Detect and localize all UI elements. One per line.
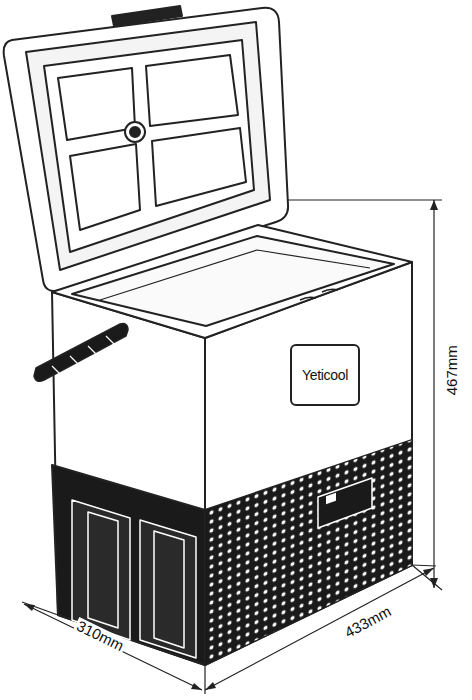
dimension-lines [22, 200, 442, 694]
dimension-label: 433mm [340, 602, 395, 642]
cooler-body [52, 225, 412, 665]
side-handle [34, 324, 128, 382]
brand-logo: Yeticool [302, 367, 348, 383]
dimension-label: 467mm [444, 343, 461, 397]
logo-badge: Yeticool [290, 344, 360, 406]
